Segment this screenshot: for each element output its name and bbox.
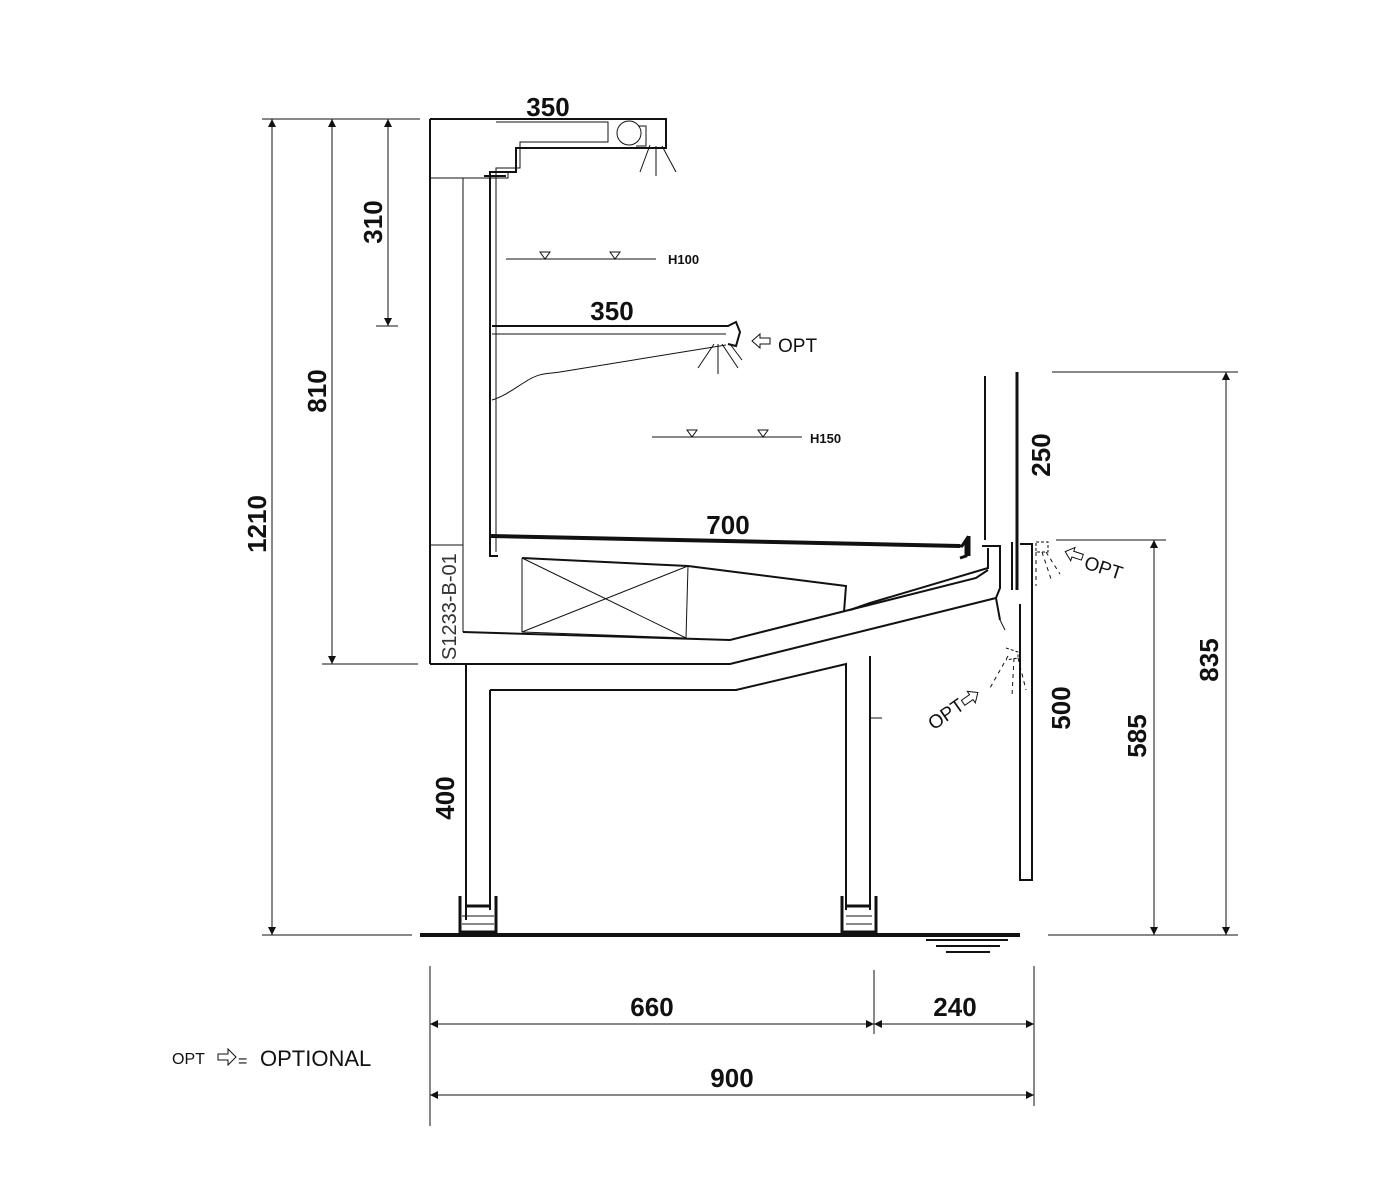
drawing-code: S1233-B-01 <box>439 553 461 660</box>
dim-glass-top-height: 835 <box>1194 638 1224 681</box>
opt-label-glass: OPT <box>1082 553 1126 585</box>
opt-label-shelf: OPT <box>778 336 817 357</box>
dim-glass-height: 250 <box>1026 433 1056 476</box>
legend: OPT = OPTIONAL <box>172 1046 371 1071</box>
dim-front-panel-height: 500 <box>1046 686 1076 729</box>
opt-callout-glass: OPT <box>1064 546 1126 585</box>
opt-callout-front: OPT <box>925 690 979 735</box>
dim-total-depth: 900 <box>710 1063 753 1093</box>
dim-shelf-level-height: 810 <box>302 369 332 412</box>
dim-mid-shelf-depth: 350 <box>590 296 633 326</box>
dim-top-canopy-depth: 350 <box>526 92 569 122</box>
level-label-h100: H100 <box>668 252 699 267</box>
lamp-rays <box>639 144 1061 697</box>
hollow-arrow-icon <box>1064 546 1084 562</box>
hollow-arrow-icon <box>751 332 771 350</box>
opt-callout-shelf: OPT <box>751 332 817 357</box>
dim-deck-depth: 700 <box>706 510 749 540</box>
dim-total-height: 1210 <box>242 495 272 553</box>
legend-equals: = <box>238 1053 247 1070</box>
hollow-arrow-icon <box>217 1047 237 1067</box>
dimension-lines <box>262 118 1238 1126</box>
legend-key: OPT <box>172 1051 205 1068</box>
dim-leg-height: 400 <box>430 776 460 819</box>
level-marker-h100: H100 <box>506 251 699 267</box>
cabinet-structure <box>420 118 1033 953</box>
level-label-h150: H150 <box>810 431 841 446</box>
hollow-arrow-icon <box>960 690 979 706</box>
dim-canopy-height: 310 <box>358 200 388 243</box>
dim-front-depth: 240 <box>933 992 976 1022</box>
dim-counter-height: 585 <box>1122 714 1152 757</box>
dim-base-depth: 660 <box>630 992 673 1022</box>
legend-meaning: OPTIONAL <box>260 1046 371 1071</box>
level-marker-h150: H150 <box>652 429 841 446</box>
